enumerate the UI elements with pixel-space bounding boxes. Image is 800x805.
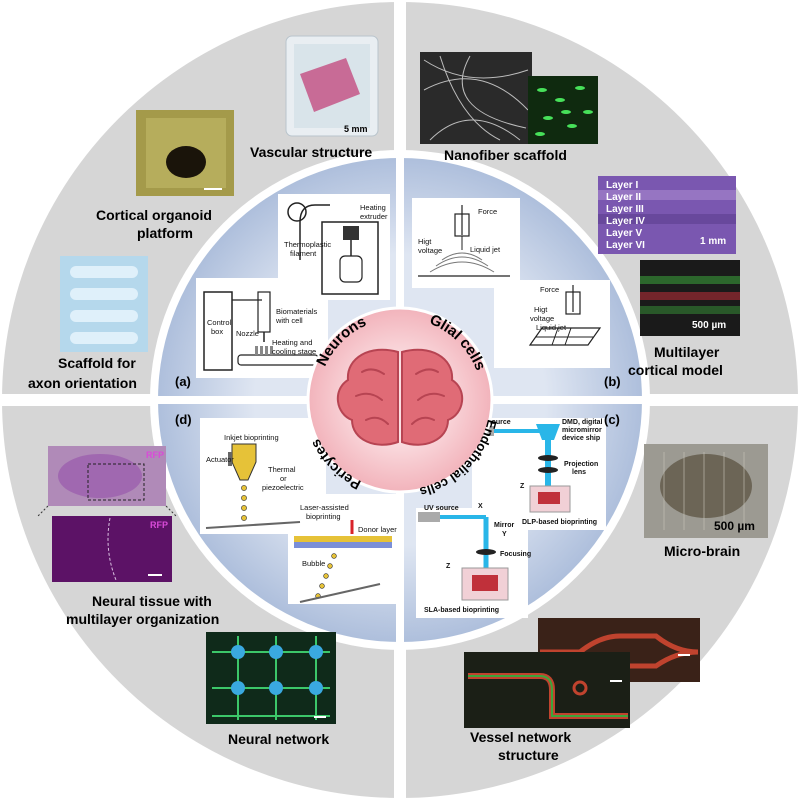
- neural-tissue-image: RFP RFP: [37, 446, 177, 582]
- c-z-top: Z: [520, 483, 525, 490]
- scale-500um-b: 500 µm: [714, 519, 755, 533]
- panel-b-label: (b): [604, 374, 621, 389]
- scaffold-axon-image: [60, 256, 148, 352]
- cortical-fluorescence-image: 500 µm: [640, 260, 740, 336]
- c-uv-top: UV source: [476, 419, 511, 426]
- neural-network-image: [206, 632, 336, 724]
- center-ring: [306, 306, 494, 494]
- d-actuator: Actuator: [206, 455, 234, 464]
- scaffold-axon-label-2: axon orientation: [28, 375, 137, 391]
- layer-5: Layer V: [606, 228, 642, 239]
- control-box-label-2: box: [211, 327, 223, 336]
- c-dmd-1: DMD, digital: [562, 419, 602, 426]
- c-dmd-2: micromirror: [562, 427, 602, 434]
- layer-3: Layer III: [606, 204, 644, 215]
- nanofiber-label: Nanofiber scaffold: [444, 147, 567, 163]
- b-liquid-jet-top: Liquid jet: [470, 245, 501, 254]
- vessel-network-image: [464, 618, 700, 728]
- scale-500um-a: 500 µm: [692, 320, 726, 331]
- c-uv-bottom: UV source: [424, 505, 459, 512]
- c-z-bottom: Z: [446, 563, 451, 570]
- layer-2: Layer II: [606, 192, 641, 203]
- panel-c-light-bioprinting-diagram: UV source DMD, digital micromirror devic…: [416, 412, 620, 618]
- d-inkjet: Inkjet bioprinting: [224, 433, 279, 442]
- heating-stage-label-2: cooling stage: [272, 347, 316, 356]
- vessel-label-1: Vessel network: [470, 729, 571, 745]
- panel-a-label: (a): [175, 374, 191, 389]
- scale-5mm: 5 mm: [344, 124, 368, 134]
- multilayer-label-2: cortical model: [628, 362, 723, 378]
- b-force-top: Force: [478, 207, 497, 216]
- cortical-organoid-image: [136, 110, 234, 196]
- b-voltage-top-1: Higt: [418, 237, 432, 246]
- neural-tissue-label-1: Neural tissue with: [92, 593, 212, 609]
- heating-stage-label-1: Heating and: [272, 338, 312, 347]
- control-box-label-1: Control: [207, 318, 232, 327]
- c-mirror: Mirror: [494, 522, 515, 529]
- nozzle-label: Nozzle: [236, 329, 259, 338]
- panel-a-fdm-diagram: Heating extruder Thermoplastic filament …: [175, 194, 390, 389]
- c-y: Y: [502, 531, 507, 538]
- b-voltage-bottom-1: Higt: [534, 305, 548, 314]
- nanofiber-image: [420, 52, 598, 144]
- cortical-layers-image: Layer I Layer II Layer III Layer IV Laye…: [598, 176, 736, 254]
- b-force-bottom: Force: [540, 285, 559, 294]
- c-focusing: Focusing: [500, 551, 531, 558]
- panel-b-electrospinning-diagram: Force Higt voltage Liquid jet Force Higt…: [412, 198, 621, 389]
- c-dmd-3: device ship: [562, 435, 600, 442]
- d-thermal-3: piezoelectric: [262, 483, 304, 492]
- micro-brain-label: Micro-brain: [664, 543, 740, 559]
- layer-4: Layer IV: [606, 216, 645, 227]
- panel-c-label: (c): [604, 412, 620, 427]
- panel-d-inkjet-laser-diagram: Inkjet bioprinting Actuator Thermal or p…: [175, 412, 398, 604]
- c-sla: SLA-based bioprinting: [424, 607, 499, 614]
- d-laser-2: bioprinting: [306, 512, 341, 521]
- rfp-label-a: RFP: [146, 450, 164, 460]
- d-thermal-2: or: [280, 474, 287, 483]
- d-donor: Donor layer: [358, 525, 397, 534]
- neural-tissue-label-2: multilayer organization: [66, 611, 219, 627]
- neural-network-label: Neural network: [228, 731, 329, 747]
- vascular-structure-label: Vascular structure: [250, 144, 372, 160]
- c-x: X: [478, 503, 483, 510]
- d-thermal-1: Thermal: [268, 465, 296, 474]
- biomaterials-label-2: with cell: [275, 316, 303, 325]
- heating-extruder-label-1: Heating: [360, 203, 386, 212]
- vascular-structure-image: 5 mm: [285, 35, 379, 137]
- heating-extruder-label-2: extruder: [360, 212, 388, 221]
- d-laser-1: Laser-assisted: [300, 503, 349, 512]
- c-projection-2: lens: [572, 469, 586, 476]
- c-dlp: DLP-based bioprinting: [522, 519, 597, 526]
- layer-1: Layer I: [606, 180, 638, 191]
- layer-6: Layer VI: [606, 240, 645, 251]
- d-bubble: Bubble: [302, 559, 325, 568]
- b-voltage-bottom-2: voltage: [530, 314, 554, 323]
- panel-d-label: (d): [175, 412, 192, 427]
- c-projection-1: Projection: [564, 461, 598, 468]
- multilayer-label-1: Multilayer: [654, 344, 720, 360]
- vessel-label-2: structure: [498, 747, 559, 763]
- thermoplastic-label-1: Thermoplastic: [284, 240, 331, 249]
- biomaterials-label-1: Biomaterials: [276, 307, 318, 316]
- thermoplastic-label-2: filament: [290, 249, 317, 258]
- b-voltage-top-2: voltage: [418, 246, 442, 255]
- rfp-label-b: RFP: [150, 520, 168, 530]
- micro-brain-image: 500 µm: [644, 444, 768, 538]
- cortical-organoid-label-1: Cortical organoid: [96, 207, 212, 223]
- cortical-organoid-label-2: platform: [137, 225, 193, 241]
- b-liquid-jet-bottom: Liquid jet: [536, 323, 567, 332]
- scale-1mm: 1 mm: [700, 236, 726, 247]
- brain-icon: [337, 348, 463, 446]
- scaffold-axon-label-1: Scaffold for: [58, 355, 136, 371]
